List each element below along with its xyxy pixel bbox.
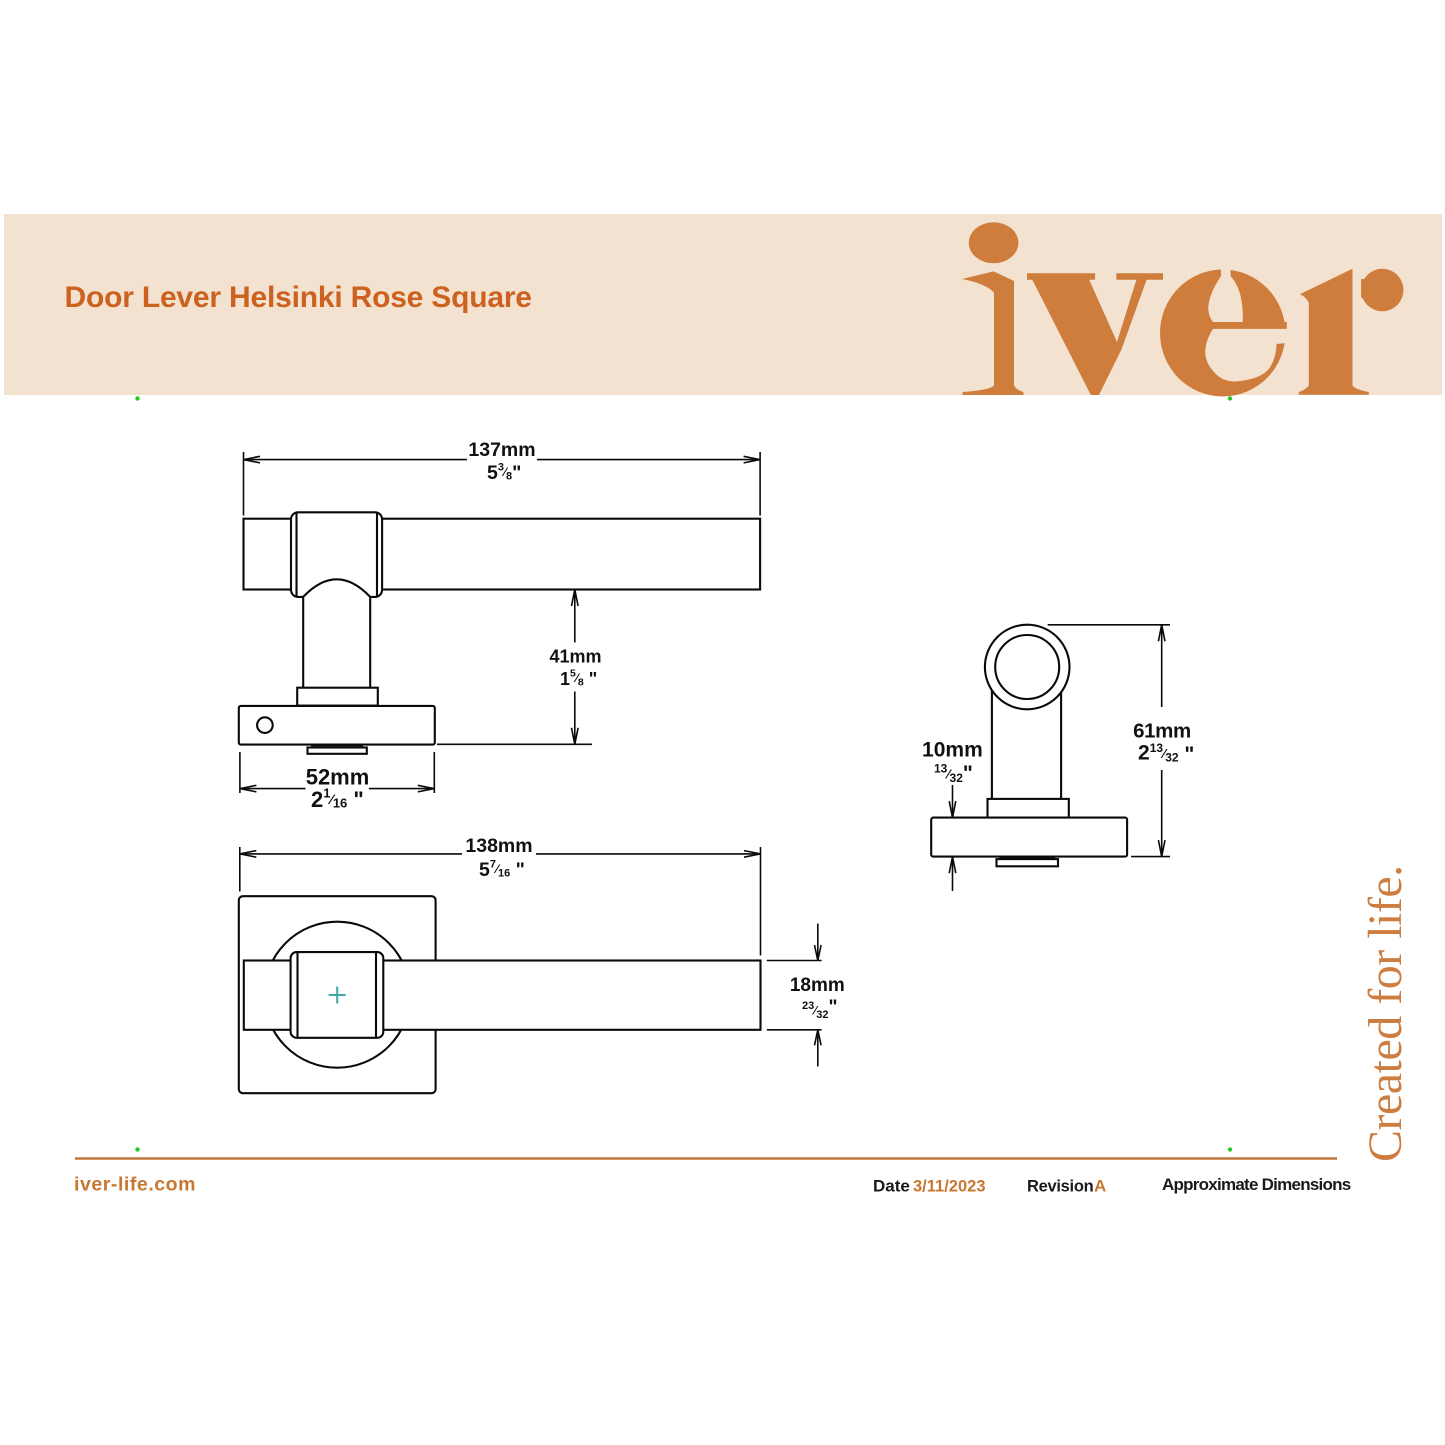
svg-text:10mm: 10mm <box>922 739 983 762</box>
svg-text:41mm: 41mm <box>549 646 601 666</box>
svg-text:53⁄8": 53⁄8" <box>487 462 521 484</box>
svg-text:52mm: 52mm <box>306 764 370 789</box>
svg-text:Approximate Dimensions: Approximate Dimensions <box>1162 1175 1351 1194</box>
svg-text:21⁄16 ": 21⁄16 " <box>311 785 364 812</box>
svg-text:Date: Date <box>873 1177 910 1196</box>
svg-text:15⁄8 ": 15⁄8 " <box>560 668 597 689</box>
svg-text:3/11/2023: 3/11/2023 <box>913 1178 986 1196</box>
svg-text:18mm: 18mm <box>790 975 845 996</box>
svg-text:iver-life.com: iver-life.com <box>74 1174 196 1196</box>
svg-text:Created for life.: Created for life. <box>1359 865 1412 1162</box>
svg-text:13⁄32": 13⁄32" <box>934 762 973 786</box>
svg-text:Revision: Revision <box>1027 1178 1094 1196</box>
svg-text:57⁄16 ": 57⁄16 " <box>479 859 525 881</box>
svg-text:A: A <box>1094 1177 1106 1196</box>
svg-text:61mm: 61mm <box>1133 720 1191 743</box>
svg-text:137mm: 137mm <box>468 439 535 461</box>
svg-text:138mm: 138mm <box>465 835 532 857</box>
svg-text:23⁄32": 23⁄32" <box>802 997 838 1021</box>
svg-text:Door Lever Helsinki Rose Squar: Door Lever Helsinki Rose Square <box>65 281 532 314</box>
svg-text:213⁄32 ": 213⁄32 " <box>1138 741 1194 766</box>
